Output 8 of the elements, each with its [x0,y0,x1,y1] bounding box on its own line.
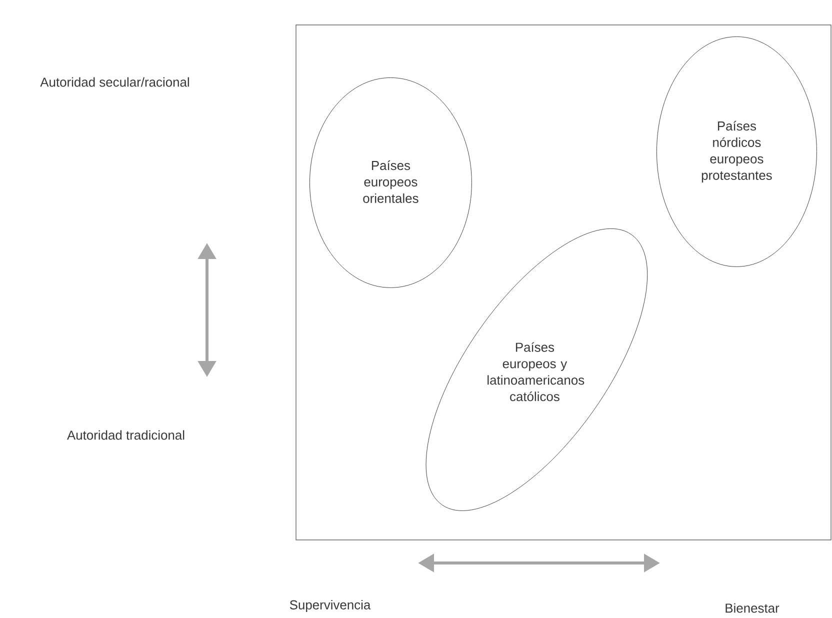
ellipse-region: Países nórdicos europeos protestantes [656,36,817,267]
ellipse-region: Países europeos orientales [309,77,472,288]
axis-label: Supervivencia [290,600,371,612]
axis-label: Autoridad tradicional [67,430,184,440]
axis-label: Bienestar [726,603,780,613]
axis-label: Autoridad secular/racional [40,77,189,87]
plot-frame [296,24,832,540]
ellipse-region: Países europeos y latinoamericanos católicos [426,228,648,511]
